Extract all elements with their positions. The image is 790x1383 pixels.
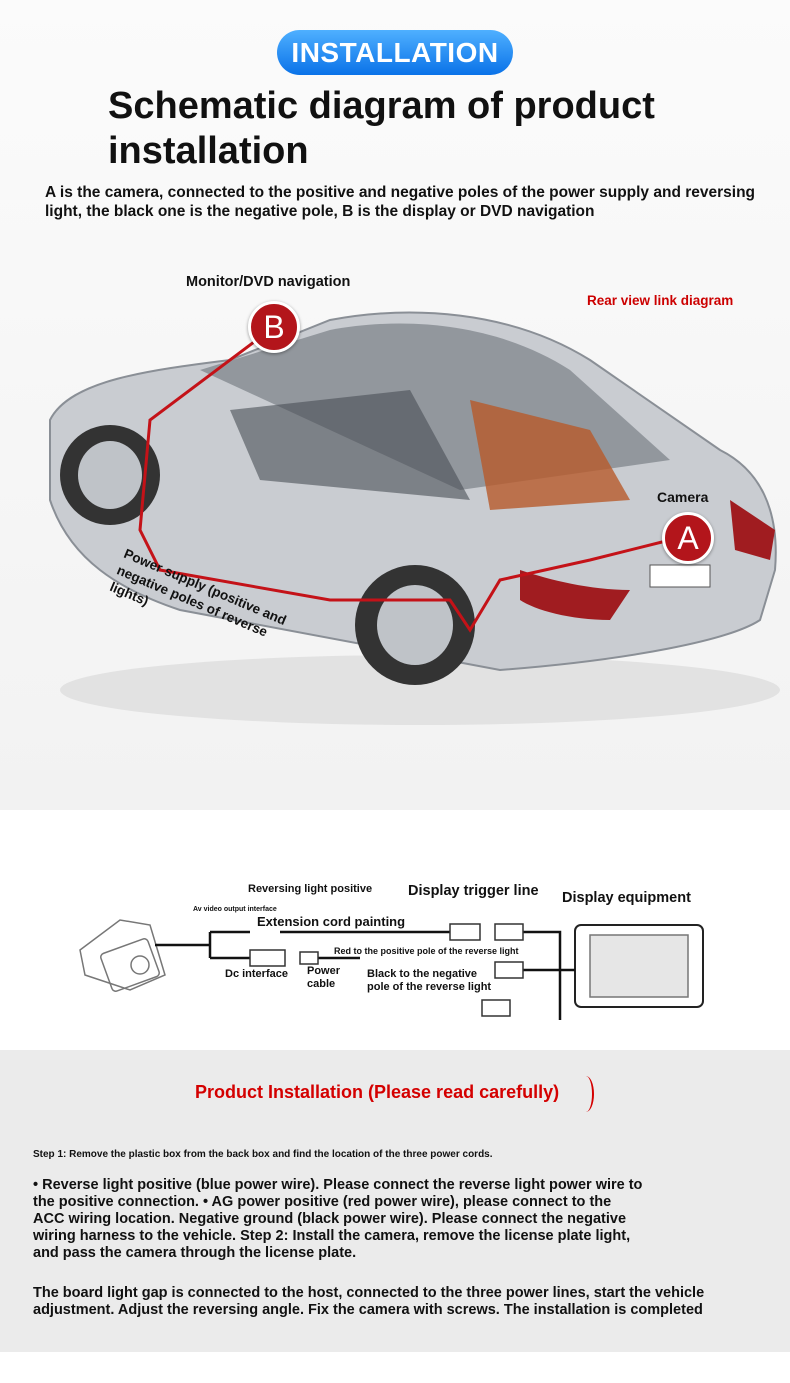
marker-b: B	[248, 301, 300, 353]
wiring-diagram	[79, 919, 704, 1020]
instructions-final: The board light gap is connected to the …	[33, 1285, 705, 1318]
bracket-decoration	[578, 1076, 594, 1112]
rear-view-label: Rear view link diagram	[587, 293, 734, 308]
instructions-section	[0, 1050, 790, 1352]
marker-a: A	[662, 512, 714, 564]
reversing-light-positive-label: Reversing light positive	[248, 883, 373, 895]
monitor-label: Monitor/DVD navigation	[186, 274, 351, 290]
instructions-body: • Reverse light positive (blue power wir…	[33, 1177, 643, 1261]
page-title: Schematic diagram of product installatio…	[108, 85, 655, 172]
instructions-title: Product Installation (Please read carefu…	[195, 1082, 560, 1102]
installation-badge: INSTALLATION	[277, 30, 513, 75]
display-equipment-label: Display equipment	[562, 890, 691, 906]
description: A is the camera, connected to the positi…	[45, 184, 756, 220]
av-output-label: Av video output interface	[193, 906, 277, 913]
extension-cord-label: Extension cord painting	[257, 914, 406, 929]
red-wire-label: Red to the positive pole of the reverse …	[334, 946, 519, 956]
power-cable-label: Power cable	[307, 965, 341, 990]
camera-label: Camera	[657, 489, 709, 505]
car-illustration	[49, 311, 780, 725]
display-trigger-label: Display trigger line	[408, 883, 539, 899]
dc-interface-label: Dc interface	[225, 968, 288, 980]
step-1: Step 1: Remove the plastic box from the …	[33, 1149, 493, 1160]
black-wire-label: Black to the negative pole of the revers…	[367, 968, 492, 993]
